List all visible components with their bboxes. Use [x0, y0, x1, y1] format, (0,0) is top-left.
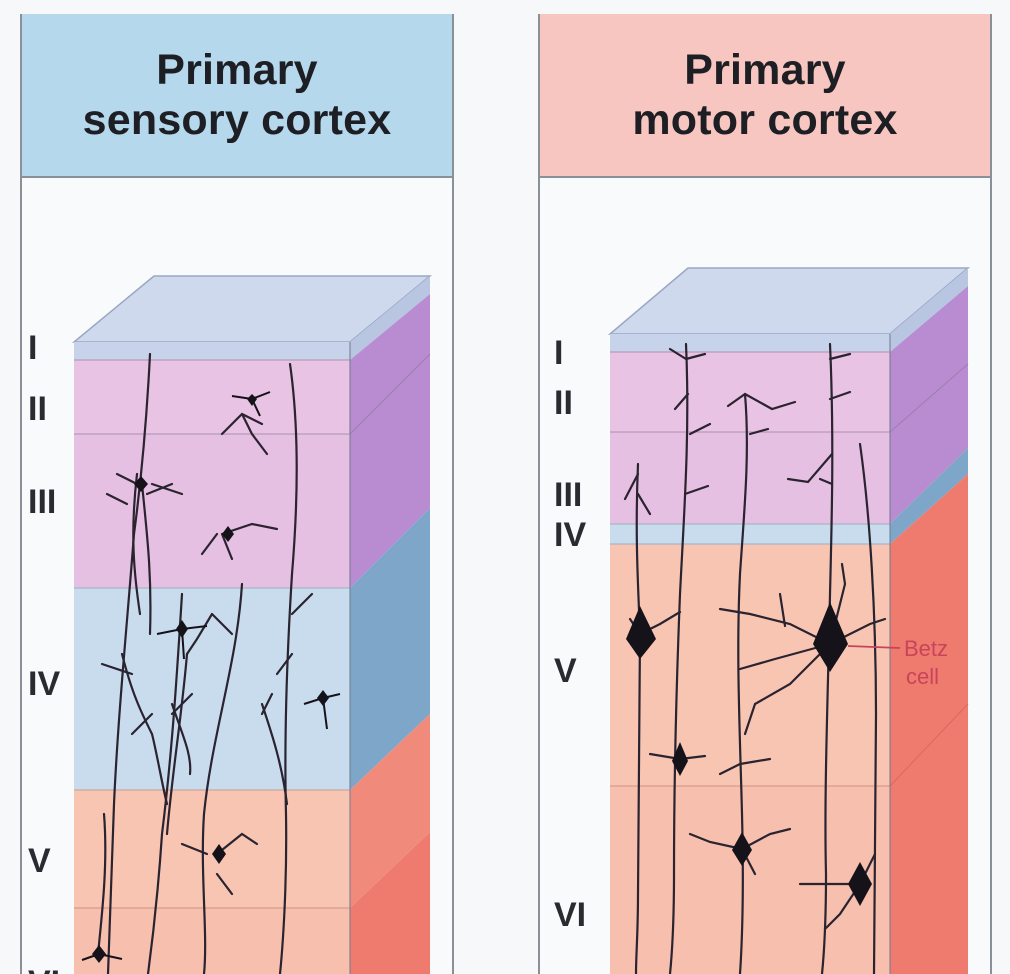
sensory-layer-label-V: V [28, 842, 51, 880]
betz-cell [813, 602, 848, 672]
motor-layer-I [610, 334, 890, 352]
motor-cell-bodies [626, 602, 872, 906]
sensory-side-VI [350, 832, 430, 974]
sensory-side-I [350, 276, 430, 360]
motor-layer-VI [610, 786, 890, 974]
sensory-neurons [96, 352, 314, 974]
motor-pyramidal-cell-1 [626, 606, 656, 659]
motor-layer-label-I: I [554, 334, 563, 372]
betz-annotation-line2: cell [906, 664, 939, 689]
sensory-cortex-diagram: I II III IV V VI [28, 275, 433, 974]
sensory-layer-II [74, 360, 350, 434]
sensory-cortex-panel: Primary sensory cortex [20, 14, 454, 974]
motor-layer-label-II: II [554, 384, 573, 422]
motor-layer-IV [610, 524, 890, 544]
motor-title-line2: motor cortex [632, 96, 898, 144]
sensory-layer-label-II: II [28, 390, 47, 428]
sensory-layer-label-VI: VI [28, 964, 60, 974]
motor-layer-label-V: V [554, 652, 577, 690]
motor-side-II-III [890, 286, 968, 524]
motor-side-I [890, 268, 968, 352]
sensory-layer-I [74, 342, 350, 360]
motor-neurons [623, 342, 887, 974]
motor-layer-II [610, 352, 890, 432]
sensory-title-line2: sensory cortex [82, 96, 392, 144]
motor-cortex-diagram: Betz cell I II III IV V VI [554, 267, 971, 974]
sensory-layer-label-III: III [28, 483, 56, 521]
sensory-side-II-III [350, 294, 430, 588]
sensory-cortex-header: Primary sensory cortex [22, 14, 452, 178]
sensory-layer-label-I: I [28, 329, 37, 367]
sensory-layer-III [74, 434, 350, 588]
motor-side-V-VI [890, 474, 968, 974]
sensory-layer-V [74, 790, 350, 908]
motor-layer-label-IV: IV [554, 516, 586, 554]
motor-layer-label-III: III [554, 476, 582, 514]
sensory-layer-VI [74, 908, 350, 974]
betz-cell-pointer [847, 645, 901, 649]
sensory-layer-label-IV: IV [28, 665, 60, 703]
betz-annotation-line1: Betz [904, 636, 948, 661]
motor-title-line1: Primary [684, 46, 846, 94]
sensory-side-IV [350, 508, 430, 790]
motor-layer-label-VI: VI [554, 896, 586, 934]
motor-side-IV [890, 448, 968, 544]
motor-layer-III [610, 432, 890, 524]
sensory-side-V [350, 714, 430, 908]
motor-cortex-header: Primary motor cortex [540, 14, 990, 178]
sensory-title-line1: Primary [156, 46, 318, 94]
motor-cortex-panel: Primary motor cortex [538, 14, 992, 974]
